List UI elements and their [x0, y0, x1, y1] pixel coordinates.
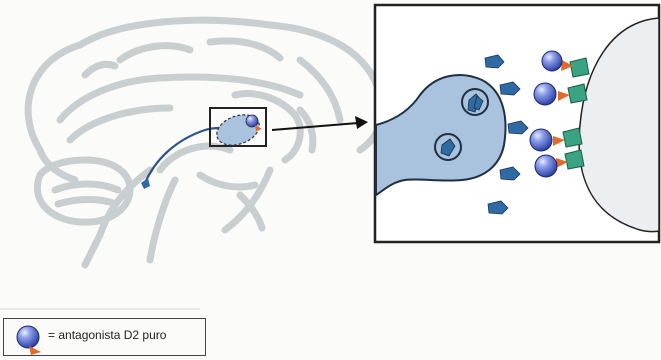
antagonist-mini-icon: [246, 115, 258, 127]
zoom-arrow-line: [272, 123, 358, 130]
legend-box: = antagonista D2 puro: [3, 318, 206, 356]
d2-antagonist-molecule-icon: [13, 323, 47, 357]
legend-label: = antagonista D2 puro: [48, 328, 166, 342]
synaptic-vesicle: [462, 89, 488, 115]
zoom-arrow-head: [355, 116, 368, 129]
brain-outline: [28, 20, 381, 265]
synaptic-vesicle: [435, 134, 461, 160]
